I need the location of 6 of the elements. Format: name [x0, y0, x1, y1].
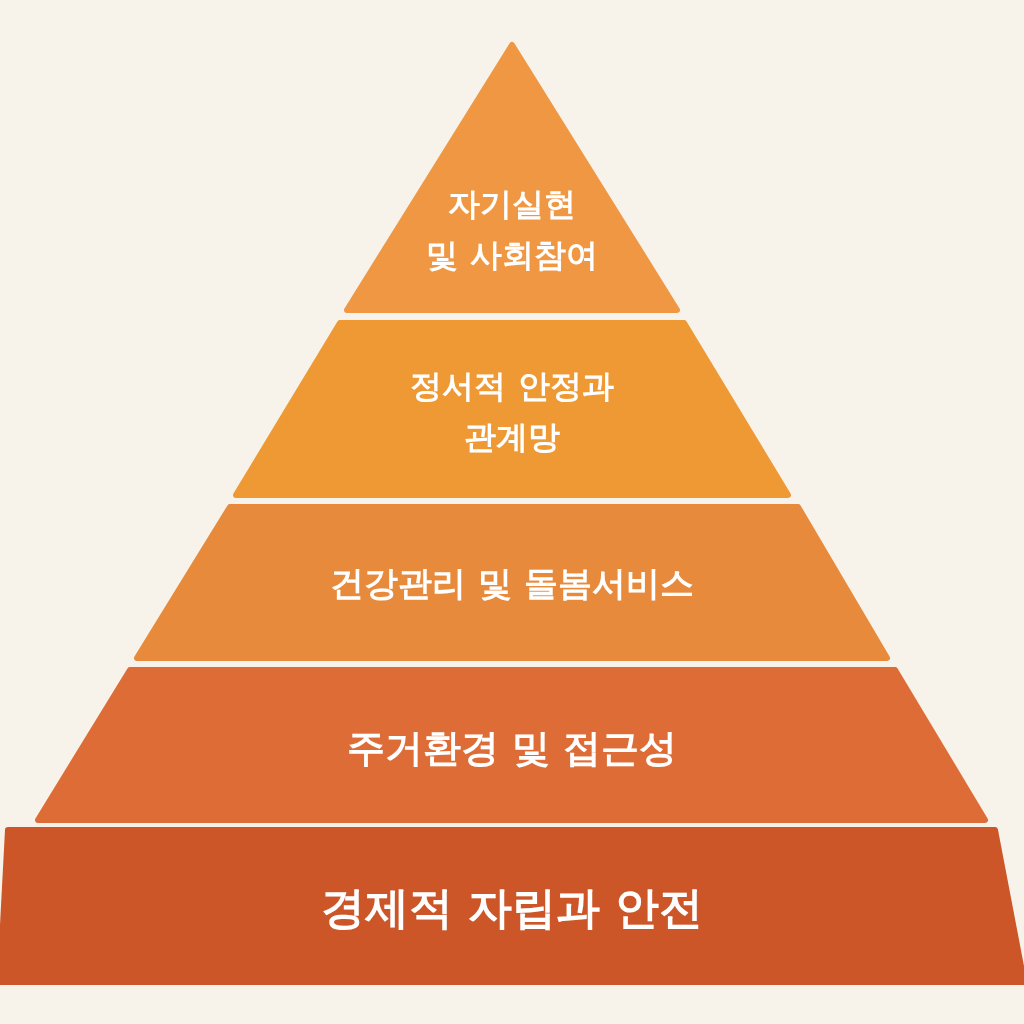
tier-label: 건강관리 및 돌봄서비스 — [330, 561, 694, 605]
tier-label: 주거환경 및 접근성 — [346, 724, 678, 772]
tier-label: 경제적 자립과 안전 — [320, 880, 704, 935]
tier-label: 자기실현 및 사회참여 — [426, 183, 598, 276]
tier-label: 정서적 안정과 관계망 — [410, 365, 614, 458]
pyramid-tier — [0, 830, 1024, 982]
